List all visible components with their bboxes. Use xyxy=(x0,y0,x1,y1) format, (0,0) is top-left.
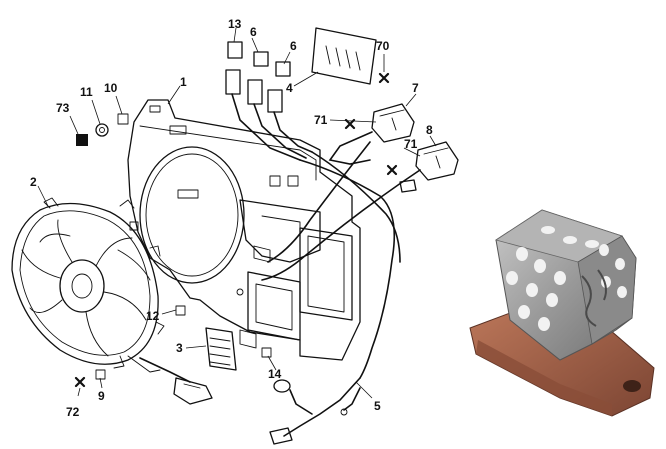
clip-markers xyxy=(95,221,272,380)
cooling-fan xyxy=(11,197,165,373)
callout-71b: 71 xyxy=(404,137,418,151)
callout-10: 10 xyxy=(104,81,118,95)
blower-resistor-photo xyxy=(469,209,655,417)
callout-3: 3 xyxy=(176,341,183,355)
callout-13: 13 xyxy=(228,17,242,31)
harness-connectors xyxy=(225,41,313,161)
callout-72: 72 xyxy=(66,405,80,419)
callout-labels: 1 2 3 4 5 6 6 7 8 9 10 11 12 13 14 70 71… xyxy=(30,17,433,419)
cage-holes xyxy=(506,226,627,331)
callout-14: 14 xyxy=(268,367,282,381)
wiring-harness xyxy=(261,141,421,445)
resistor-board-4 xyxy=(311,27,377,85)
callout-7: 7 xyxy=(412,81,419,95)
callout-6b: 6 xyxy=(290,39,297,53)
resistor-pack-3 xyxy=(205,327,237,371)
callout-8: 8 xyxy=(426,123,433,137)
callout-4: 4 xyxy=(286,81,293,95)
fan-shroud-frame xyxy=(127,99,361,361)
callout-11: 11 xyxy=(80,85,93,99)
leader-lines xyxy=(37,27,437,399)
callout-5: 5 xyxy=(374,399,381,413)
callout-12: 12 xyxy=(146,309,160,323)
part-73-block xyxy=(76,134,88,146)
resistor-module-7 xyxy=(328,103,415,165)
callout-70: 70 xyxy=(376,39,390,53)
callout-1: 1 xyxy=(180,75,187,89)
callout-73: 73 xyxy=(56,101,70,115)
bushing-parts xyxy=(76,113,129,146)
star-markers xyxy=(74,72,398,388)
resistor-module-8 xyxy=(399,141,459,193)
callout-71a: 71 xyxy=(314,113,328,127)
fan-connector xyxy=(139,357,213,405)
callout-6a: 6 xyxy=(250,25,257,39)
callout-2: 2 xyxy=(30,175,37,189)
callout-9: 9 xyxy=(98,389,105,403)
